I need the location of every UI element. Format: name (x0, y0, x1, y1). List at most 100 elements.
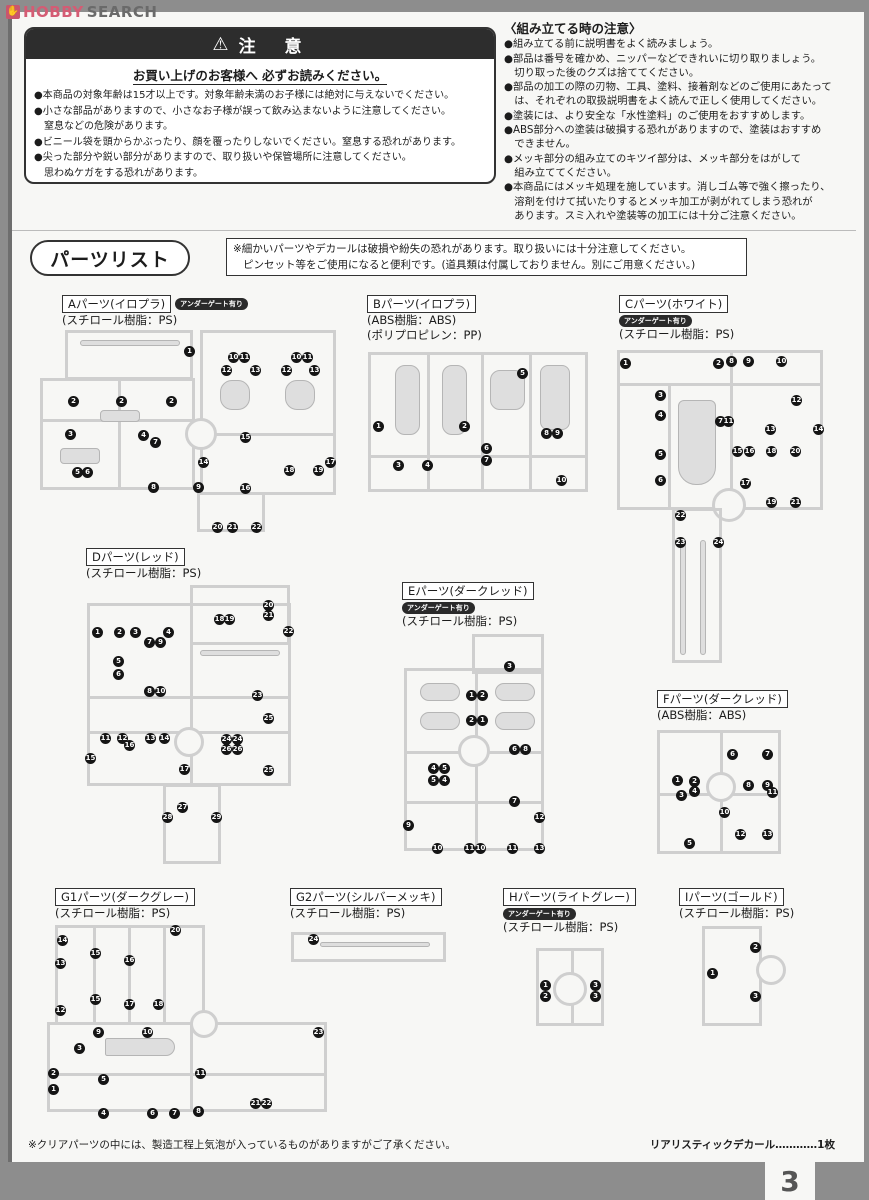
part-number-marker: 8 (743, 780, 754, 791)
part-number-marker: 5 (428, 775, 439, 786)
part-number-marker: 11 (723, 416, 734, 427)
part-number-marker: 4 (428, 763, 439, 774)
caution-item-continued: 窒息などの危険があります。 (44, 121, 173, 132)
part-number-marker: 19 (766, 497, 777, 508)
runner-material: (スチロール樹脂：PS) (503, 920, 619, 934)
part-number-marker: 3 (590, 991, 601, 1002)
part-number-marker: 4 (655, 410, 666, 421)
part-number-marker: 10 (228, 352, 239, 363)
part-number-marker: 4 (689, 786, 700, 797)
note-line: ●塗装には、より安全な「水性塗料」のご使用をおすすめします。 (504, 109, 811, 122)
runner-f: Fパーツ(ダークレッド) (ABS樹脂：ABS) (657, 688, 788, 723)
runner-material: (スチロール樹脂：PS) (679, 906, 795, 920)
part-number-marker: 4 (138, 430, 149, 441)
caution-item: 小さな部品がありますので、小さなお子様が誤って飲み込まないように注意してください… (34, 104, 486, 120)
runner-bar (93, 928, 96, 1024)
part-number-marker: 18 (153, 999, 164, 1010)
part-number-marker: 20 (170, 925, 181, 936)
caution-subtitle: お買い上げのお客様へ 必ずお読みください。 (26, 65, 494, 85)
part-shape (680, 540, 686, 655)
runner-b: Bパーツ(イロプラ) (ABS樹脂：ABS) (ポリプロピレン：PP) (367, 293, 482, 343)
runner-bar (668, 383, 671, 509)
runner-bar (407, 801, 543, 804)
parts-list-note: ※細かいパーツやデカールは破損や紛失の恐れがあります。取り扱いには十分注意してく… (226, 238, 747, 276)
part-number-marker: 12 (117, 733, 128, 744)
part-number-marker: 13 (250, 365, 261, 376)
part-number-marker: 6 (82, 467, 93, 478)
runner-label: Iパーツ(ゴールド) (679, 888, 784, 906)
runner-label: Fパーツ(ダークレッド) (657, 690, 788, 708)
part-number-marker: 6 (147, 1108, 158, 1119)
note-line: ●本商品にはメッキ処理を施しています。消しゴム等で強く擦ったり、 (504, 181, 831, 194)
part-number-marker: 3 (130, 627, 141, 638)
runner-bar (203, 433, 335, 436)
part-number-marker: 8 (726, 356, 737, 367)
caution-item: 尖った部分や鋭い部分がありますので、取り扱いや保管場所に注意してください。 (34, 150, 486, 166)
watermark-text-2: SEARCH (86, 3, 158, 21)
sprue-a-left (40, 378, 195, 490)
note-line: は、それぞれの取扱説明書をよく読んで正しく使用してください。 (504, 95, 823, 108)
part-number-marker: 19 (224, 614, 235, 625)
runner-ring (756, 955, 786, 985)
part-shape (700, 540, 706, 655)
runner-label: Hパーツ(ライトグレー) (503, 888, 636, 906)
runner-bar (163, 928, 166, 1024)
part-shape (420, 683, 460, 701)
part-number-marker: 8 (144, 686, 155, 697)
part-number-marker: 16 (744, 446, 755, 457)
part-number-marker: 13 (309, 365, 320, 376)
part-number-marker: 13 (534, 843, 545, 854)
part-number-marker: 26 (232, 744, 243, 755)
runner-bar (371, 455, 587, 458)
caution-item: 本商品の対象年齢は15才以上です。対象年齢未満のお子様には絶対に与えないでくださ… (34, 88, 486, 104)
part-number-marker: 21 (263, 610, 274, 621)
runner-material: (スチロール樹脂：PS) (86, 566, 202, 580)
hobby-search-logo-icon: ✋ (6, 5, 20, 19)
assembly-notes-list: ●組み立てる前に説明書をよく読みましょう。 ●部品は番号を確かめ、ニッパーなどで… (504, 37, 859, 223)
part-number-marker: 8 (148, 482, 159, 493)
part-number-marker: 5 (439, 763, 450, 774)
part-number-marker: 21 (250, 1098, 261, 1109)
runner-material: (スチロール樹脂：PS) (402, 614, 518, 628)
part-number-marker: 20 (212, 522, 223, 533)
part-number-marker: 6 (481, 443, 492, 454)
part-number-marker: 9 (743, 356, 754, 367)
runner-label: Dパーツ(レッド) (86, 548, 185, 566)
note-line: 切り取った後のクズは捨ててください。 (504, 66, 700, 79)
part-number-marker: 5 (72, 467, 83, 478)
part-number-marker: 24 (308, 934, 319, 945)
runner-i: Iパーツ(ゴールド) (スチロール樹脂：PS) (679, 886, 794, 921)
part-number-marker: 5 (113, 656, 124, 667)
part-number-marker: 20 (790, 446, 801, 457)
part-shape (60, 448, 100, 464)
part-number-marker: 10 (475, 843, 486, 854)
part-number-marker: 5 (98, 1074, 109, 1085)
caution-header: ⚠ 注 意 (26, 29, 494, 59)
section-divider (12, 230, 856, 231)
part-number-marker: 5 (655, 449, 666, 460)
part-number-marker: 4 (422, 460, 433, 471)
part-number-marker: 25 (263, 713, 274, 724)
part-number-marker: 1 (48, 1084, 59, 1095)
runner-bar (730, 353, 733, 509)
parts-list-title: パーツリスト (30, 240, 190, 276)
part-number-marker: 1 (620, 358, 631, 369)
part-number-marker: 15 (240, 432, 251, 443)
part-shape (540, 365, 570, 430)
part-number-marker: 9 (403, 820, 414, 831)
part-number-marker: 3 (676, 790, 687, 801)
hobby-search-watermark: ✋ HOBBY SEARCH (6, 3, 158, 21)
part-number-marker: 3 (655, 390, 666, 401)
runner-ring (185, 418, 217, 450)
runner-label: Aパーツ(イロプラ) (62, 295, 172, 313)
part-number-marker: 13 (762, 829, 773, 840)
note-line: あります。スミ入れや塗装等の加工には十分ご注意ください。 (504, 209, 802, 222)
under-gate-badge: アンダーゲート有り (619, 315, 692, 327)
part-number-marker: 9 (552, 428, 563, 439)
part-number-marker: 11 (767, 787, 778, 798)
part-number-marker: 6 (655, 475, 666, 486)
part-number-marker: 24 (713, 537, 724, 548)
under-gate-badge: アンダーゲート有り (503, 908, 576, 920)
part-shape (200, 650, 280, 656)
part-number-marker: 6 (509, 744, 520, 755)
